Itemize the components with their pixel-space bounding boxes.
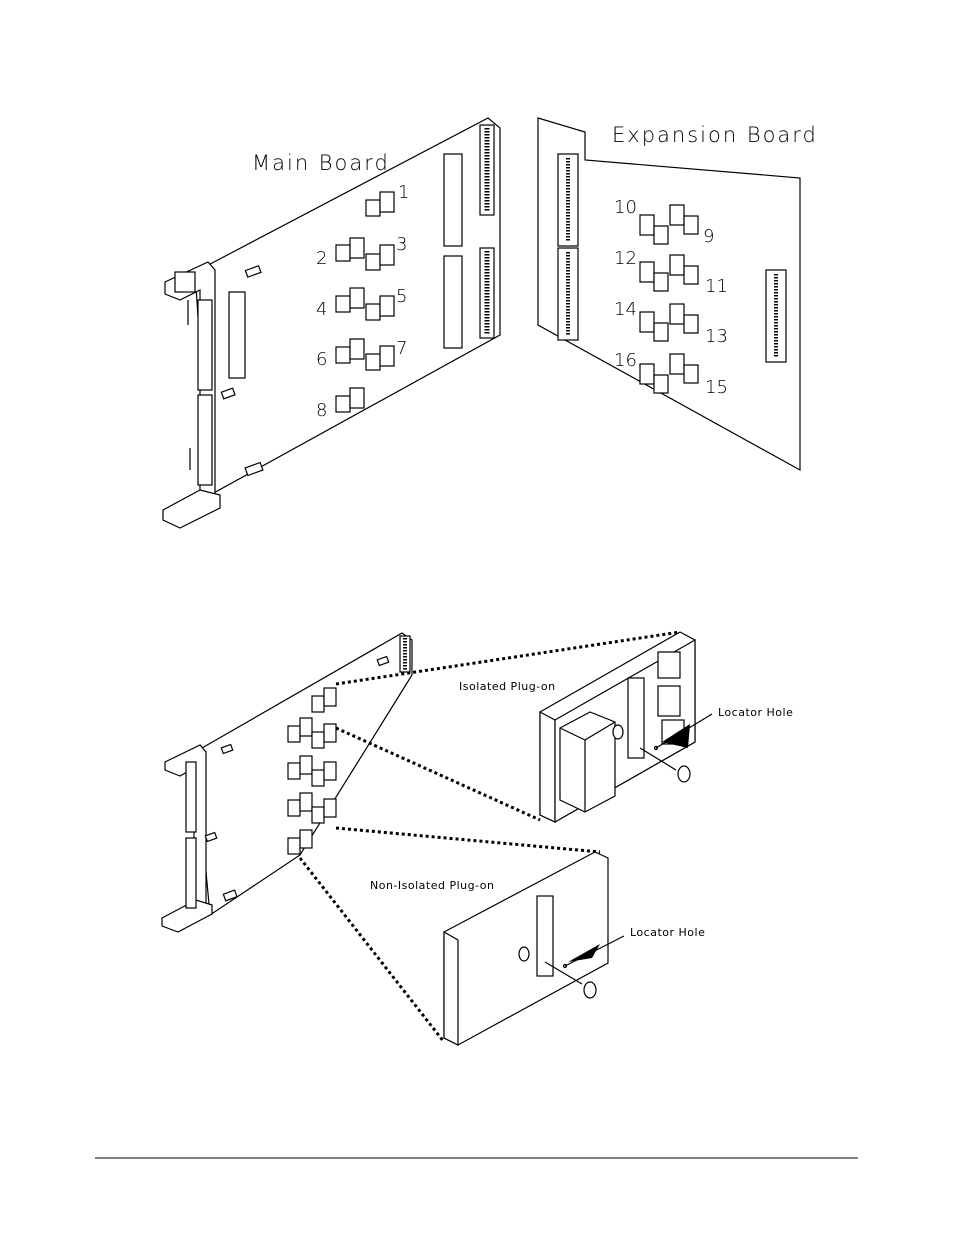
main-board-small (161, 632, 413, 933)
isolated-plug-on-label: Isolated Plug-on (459, 680, 556, 693)
expansion-board: Expansion Board 9 10 11 12 13 14 15 16 (537, 117, 818, 472)
expansion-board-sockets (639, 204, 699, 394)
position-label: 3 (396, 234, 407, 255)
position-label: 2 (316, 248, 327, 269)
main-board-backplane-connectors (479, 124, 495, 339)
main-board-standoffs (220, 265, 264, 477)
position-label: 14 (614, 299, 637, 320)
non-isolated-connector (536, 895, 554, 977)
non-isolated-plug-on-label: Non-Isolated Plug-on (370, 879, 494, 892)
position-label: 11 (705, 276, 728, 297)
expansion-board-label: Expansion Board (612, 123, 818, 147)
leader-lines (298, 630, 681, 1043)
isolated-plug-on: Isolated Plug-on Locator Hole (459, 631, 793, 824)
position-label: 10 (614, 197, 637, 218)
main-board-connector-upper (443, 153, 463, 247)
non-isolated-plug-on: Non-Isolated Plug-on Locator Hole (370, 851, 705, 1046)
main-board-label: Main Board (252, 151, 390, 175)
screw-icon (544, 961, 597, 999)
position-label: 13 (705, 326, 728, 347)
locator-hole-label: Locator Hole (630, 926, 705, 939)
position-label: 1 (398, 182, 409, 203)
position-label: 16 (614, 350, 637, 371)
position-label: 7 (396, 338, 407, 359)
screw-icon (639, 747, 691, 783)
isolated-connector (627, 677, 645, 759)
main-board-front-panel (162, 261, 221, 529)
position-label: 6 (316, 349, 327, 370)
position-label: 4 (316, 299, 327, 320)
position-label: 9 (703, 226, 714, 247)
standoff-hole (518, 946, 530, 962)
main-board-small-sockets (287, 687, 337, 855)
position-label: 15 (705, 377, 728, 398)
position-label: 5 (396, 286, 407, 307)
main-board-sockets (335, 191, 395, 413)
main-board-connector-lower (443, 255, 463, 349)
main-board: Main Board 1 2 3 4 5 6 7 8 (162, 117, 501, 529)
locator-arrow-icon (568, 944, 600, 962)
locator-hole-label: Locator Hole (718, 706, 793, 719)
main-board-connector (228, 291, 246, 379)
position-label: 8 (316, 400, 327, 421)
standoff-hole (612, 724, 624, 740)
position-label: 12 (614, 248, 637, 269)
